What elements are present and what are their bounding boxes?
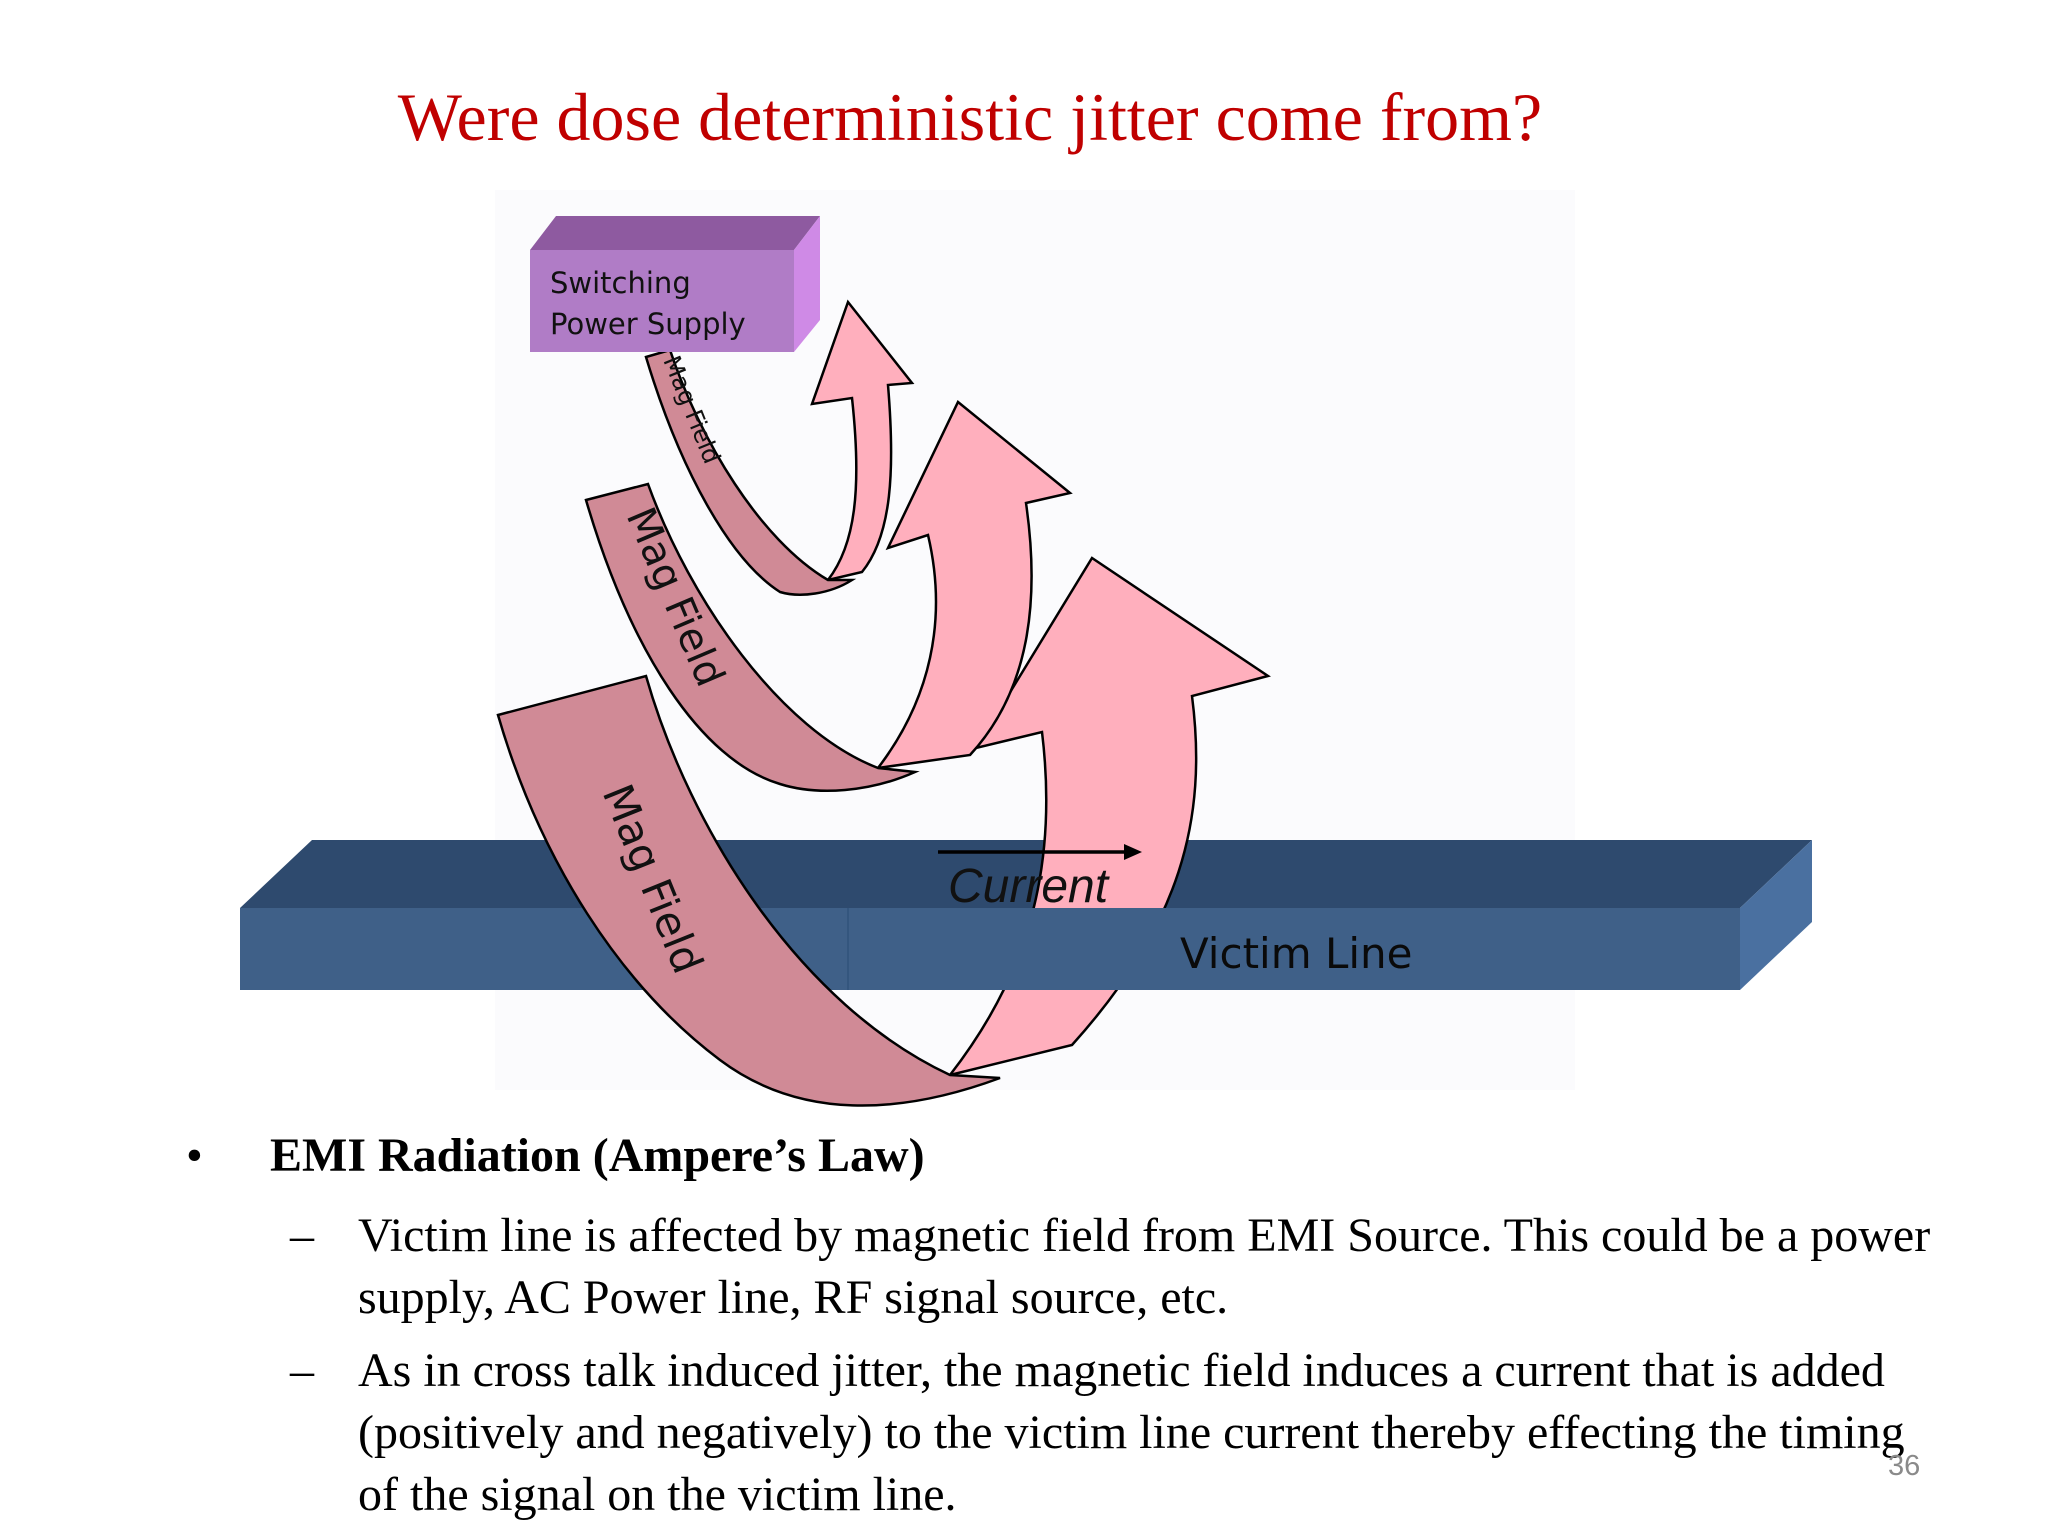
power-supply-front [530, 250, 794, 352]
power-supply-side [794, 216, 820, 352]
small-arrow-front [810, 299, 915, 583]
power-supply-label-line2: Power Supply [550, 307, 746, 341]
page-number: 36 [1888, 1450, 1921, 1482]
power-supply-label-line1: Switching [550, 266, 691, 300]
slide-title: Were dose deterministic jitter come from… [397, 79, 1543, 155]
victim-line-end-face [1740, 840, 1812, 990]
middle-arrow-back [584, 482, 920, 792]
victim-line-front-face [240, 908, 1740, 990]
small-arrow-back [644, 348, 857, 596]
large-arrow-back [496, 674, 1001, 1107]
victim-line-label: Victim Line [1180, 929, 1413, 978]
current-arrow-head [1124, 844, 1142, 860]
power-supply-top [530, 216, 820, 250]
current-label: Current [948, 860, 1110, 913]
middle-arrow-front [875, 400, 1073, 770]
